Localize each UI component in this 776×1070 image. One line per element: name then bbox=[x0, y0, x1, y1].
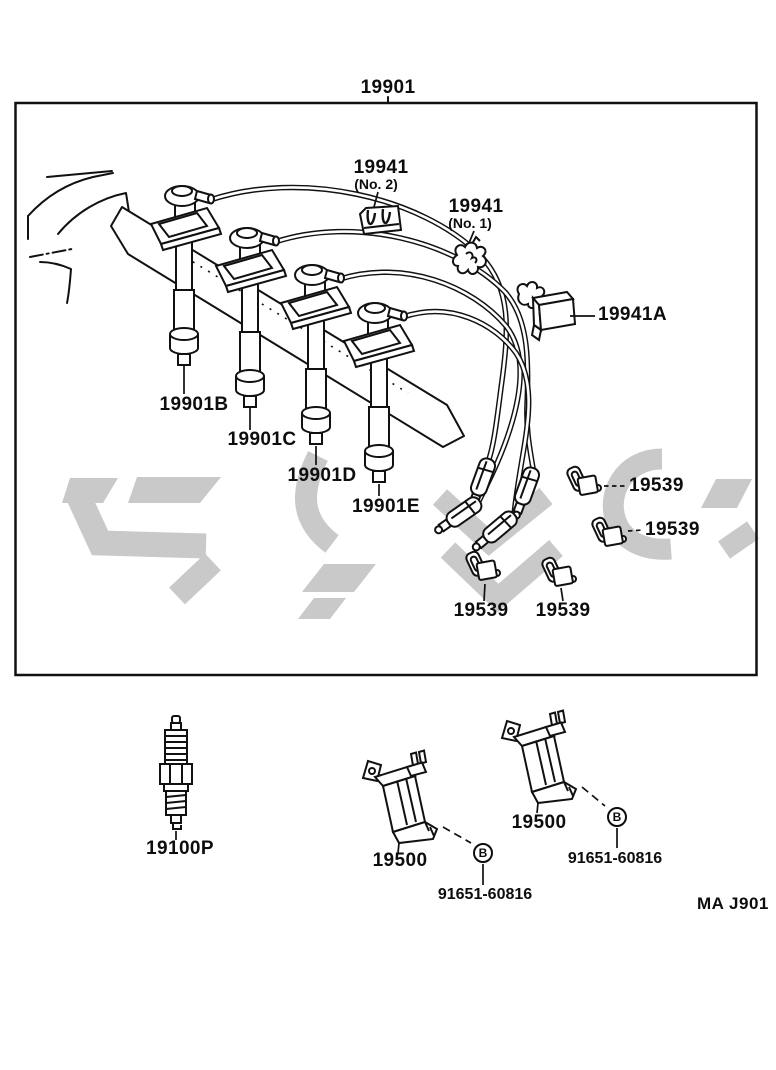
callout-cord-c: 19901C bbox=[227, 429, 297, 450]
callout-coil-left: 19500 bbox=[372, 850, 428, 871]
callout-cord-b: 19901B bbox=[159, 394, 229, 415]
clamp-no1-part bbox=[452, 235, 487, 275]
bolt-marker-icon-left: B bbox=[473, 843, 493, 863]
callout-clamp-no2-number: 19941 bbox=[353, 157, 409, 178]
callout-holder-2: 19539 bbox=[645, 519, 700, 540]
callout-clamp-no2-qualifier: (No. 2) bbox=[354, 176, 398, 192]
bolt-marker-icon-right: B bbox=[607, 807, 627, 827]
spark-plug-part bbox=[159, 715, 193, 830]
figure-box bbox=[14, 96, 758, 677]
callout-clamp-no1-number: 19941 bbox=[448, 196, 504, 217]
callout-spark-plug: 19100P bbox=[146, 838, 214, 859]
bracket-19941a-part bbox=[516, 281, 577, 342]
callout-cord-d: 19901D bbox=[287, 465, 357, 486]
callout-holder-1: 19539 bbox=[629, 475, 684, 496]
callout-cord-e: 19901E bbox=[352, 496, 420, 517]
callout-holder-3: 19539 bbox=[453, 600, 509, 621]
callout-clamp-no1-qualifier: (No. 1) bbox=[448, 215, 492, 231]
figure-footer-code: MA J901 bbox=[697, 894, 769, 913]
callout-clamp-bracket: 19941A bbox=[598, 304, 667, 325]
ignition-coil-part-right bbox=[501, 709, 577, 804]
callout-bolt-left: 91651-60816 bbox=[437, 886, 533, 903]
clamp-no2-part bbox=[358, 204, 403, 236]
leader-lines bbox=[175, 191, 644, 885]
callout-bolt-right: 91651-60816 bbox=[567, 850, 663, 867]
callout-coil-right: 19500 bbox=[511, 812, 567, 833]
callout-assembly: 19901 bbox=[360, 77, 416, 98]
callout-holder-4: 19539 bbox=[535, 600, 591, 621]
ignition-coil-part-left bbox=[362, 749, 438, 844]
engine-sketch bbox=[27, 170, 130, 304]
